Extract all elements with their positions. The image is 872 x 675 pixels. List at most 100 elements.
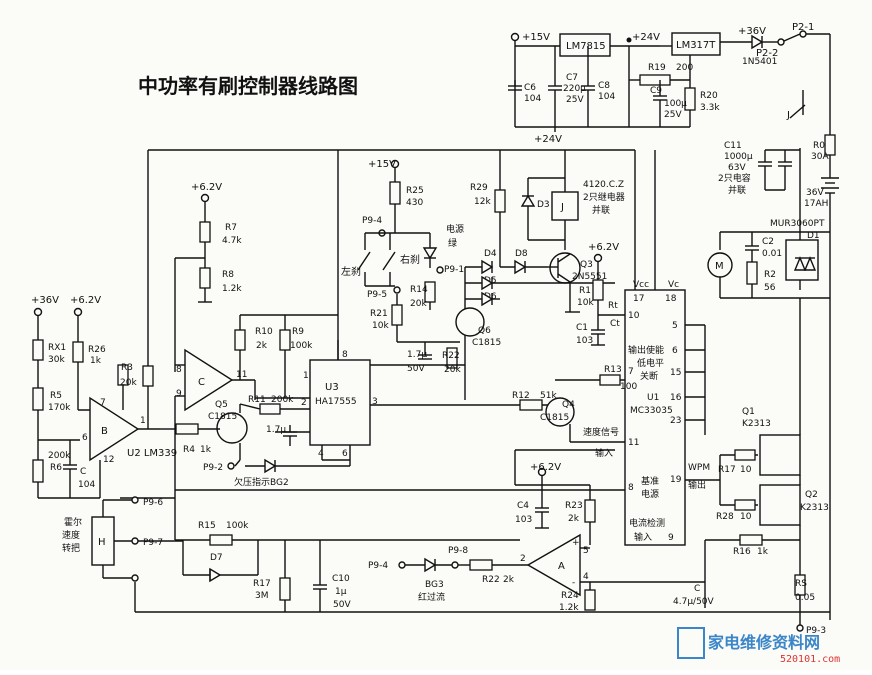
label-r7-val: 4.7k: [222, 236, 242, 246]
label-q3-type: 2N5551: [572, 272, 607, 282]
label-left-brake: 左刹: [341, 265, 361, 278]
u1-pin-15: 15: [670, 368, 681, 378]
label-c11-note2: 并联: [728, 184, 746, 196]
resistor-r15: [209, 534, 233, 546]
label-c7: C7: [566, 73, 578, 83]
u3-pin-3: 3: [372, 397, 378, 407]
u3-pin-1: 1: [303, 371, 309, 381]
label-r20-val: 3.3k: [700, 103, 720, 113]
terminal-15v: [510, 32, 520, 42]
pin-5: 5: [583, 546, 589, 556]
label-p9-3: P9-3: [806, 626, 826, 636]
battery-motor-section: J R0 30A 36V 17AH C11 1000μ 63V 2只电容 并联 …: [707, 80, 839, 620]
label-r22-brake-val: 20k: [444, 365, 461, 375]
label-d1: D1: [807, 231, 820, 241]
label-relay-j: J: [786, 110, 790, 121]
label-hall-1: 霍尔: [64, 516, 82, 528]
pin-11: 11: [236, 370, 247, 380]
regulator-lm7815: [559, 33, 611, 57]
label-rx1-val: 30k: [48, 355, 65, 365]
label-ct: Ct: [610, 319, 620, 329]
label-q4-type: C1815: [540, 413, 569, 423]
label-q1: Q1: [742, 407, 755, 417]
resistor-r2: [746, 261, 758, 285]
label-r2: R2: [764, 270, 776, 280]
diode-d4: [481, 259, 494, 275]
label-p2-2: P2-2: [756, 48, 778, 59]
label-bg3: BG3: [425, 580, 444, 590]
label-q2-type: K2313: [800, 503, 829, 513]
led-bg2: [264, 458, 277, 474]
label-u3-type: HA17555: [315, 397, 357, 407]
label-1n5401: 1N5401: [742, 57, 777, 67]
label-right-brake: 右刹: [400, 253, 420, 266]
resistor-r10: [234, 329, 246, 351]
pin-1-b: 1: [140, 416, 146, 426]
label-r6: R6: [50, 463, 62, 473]
label-r17-val: 3M: [255, 591, 269, 601]
watermark-url: 520101.com: [780, 654, 840, 665]
mosfet-section: R17 10 R28 10 Q1 K2313 Q2 K2313 R16 1k C…: [673, 298, 829, 636]
pin-12: 12: [103, 455, 114, 465]
label-r10: R10: [255, 327, 273, 337]
resistor-r7: [199, 221, 211, 243]
transistor-q6: [455, 307, 485, 337]
mosfet-q2: [759, 484, 801, 526]
label-r1-val: 10k: [577, 298, 594, 308]
u3-pin-8: 8: [342, 350, 348, 360]
label-r11: R11: [248, 395, 266, 405]
label-q1-type: K2313: [742, 419, 771, 429]
u3-pin-2: 2: [301, 398, 307, 408]
label-r22-brake: R22: [442, 351, 460, 361]
label-r10-val: 2k: [256, 341, 268, 351]
label-u1: U1: [647, 393, 659, 403]
diode-d7: [209, 567, 222, 583]
regulator-lm317: [671, 32, 721, 56]
label-output-enable: 输出使能: [628, 344, 664, 356]
diode-1n5401: [751, 34, 764, 50]
resistor-rx1: [32, 339, 44, 361]
label-r23: R23: [565, 501, 583, 511]
u1-pin-10: 10: [628, 311, 640, 321]
label-r21: R21: [370, 309, 388, 319]
label-r4: R4: [183, 445, 195, 455]
label-r26: R26: [88, 345, 106, 355]
label-pin18: 18: [665, 294, 677, 304]
label-r29: R29: [470, 183, 488, 193]
label-battery-v: 36V: [806, 188, 824, 198]
label-c2-val: 0.01: [762, 249, 782, 259]
label-d5: D5: [484, 276, 497, 286]
label-rs: RS: [795, 579, 807, 589]
u1-pin-9: 9: [668, 533, 674, 543]
u3-pin-6: 6: [342, 449, 348, 459]
label-brake-c-v: 50V: [407, 364, 425, 374]
label-relay-note2: 并联: [592, 204, 610, 216]
label-c8: C8: [598, 81, 610, 91]
label-r17: R17: [253, 579, 271, 589]
label-p2-1: P2-1: [792, 22, 814, 33]
label-q2: Q2: [805, 490, 818, 500]
label-c11-val: 1000μ: [724, 152, 753, 162]
label-36v-left: +36V: [31, 295, 59, 306]
label-input: 输入: [595, 447, 613, 459]
label-current-input: 输入: [634, 531, 652, 543]
label-r22-val: 2k: [503, 575, 515, 585]
label-p9-7: P9-7: [143, 538, 163, 548]
resistor-r16: [739, 534, 763, 546]
label-d8: D8: [515, 249, 528, 259]
resistor-r22-brake: [446, 347, 458, 369]
resistor-r12: [519, 399, 543, 411]
u1-pin-5: 5: [672, 321, 678, 331]
label-q3: Q3: [580, 260, 593, 270]
label-motor: M: [715, 261, 724, 272]
label-q4: Q4: [562, 400, 575, 410]
label-brake-p9-5: P9-5: [367, 290, 387, 300]
label-c1-val: 103: [576, 336, 593, 346]
label-r19: R19: [648, 63, 666, 73]
label-bg2: 欠压指示BG2: [234, 476, 289, 488]
watermark: 家电维修资料网 520101.com: [677, 627, 840, 665]
label-r15: R15: [198, 521, 216, 531]
resistor-r20: [684, 87, 696, 111]
label-battery-ah: 17AH: [804, 199, 828, 209]
label-24v-rail: +24V: [534, 134, 562, 145]
